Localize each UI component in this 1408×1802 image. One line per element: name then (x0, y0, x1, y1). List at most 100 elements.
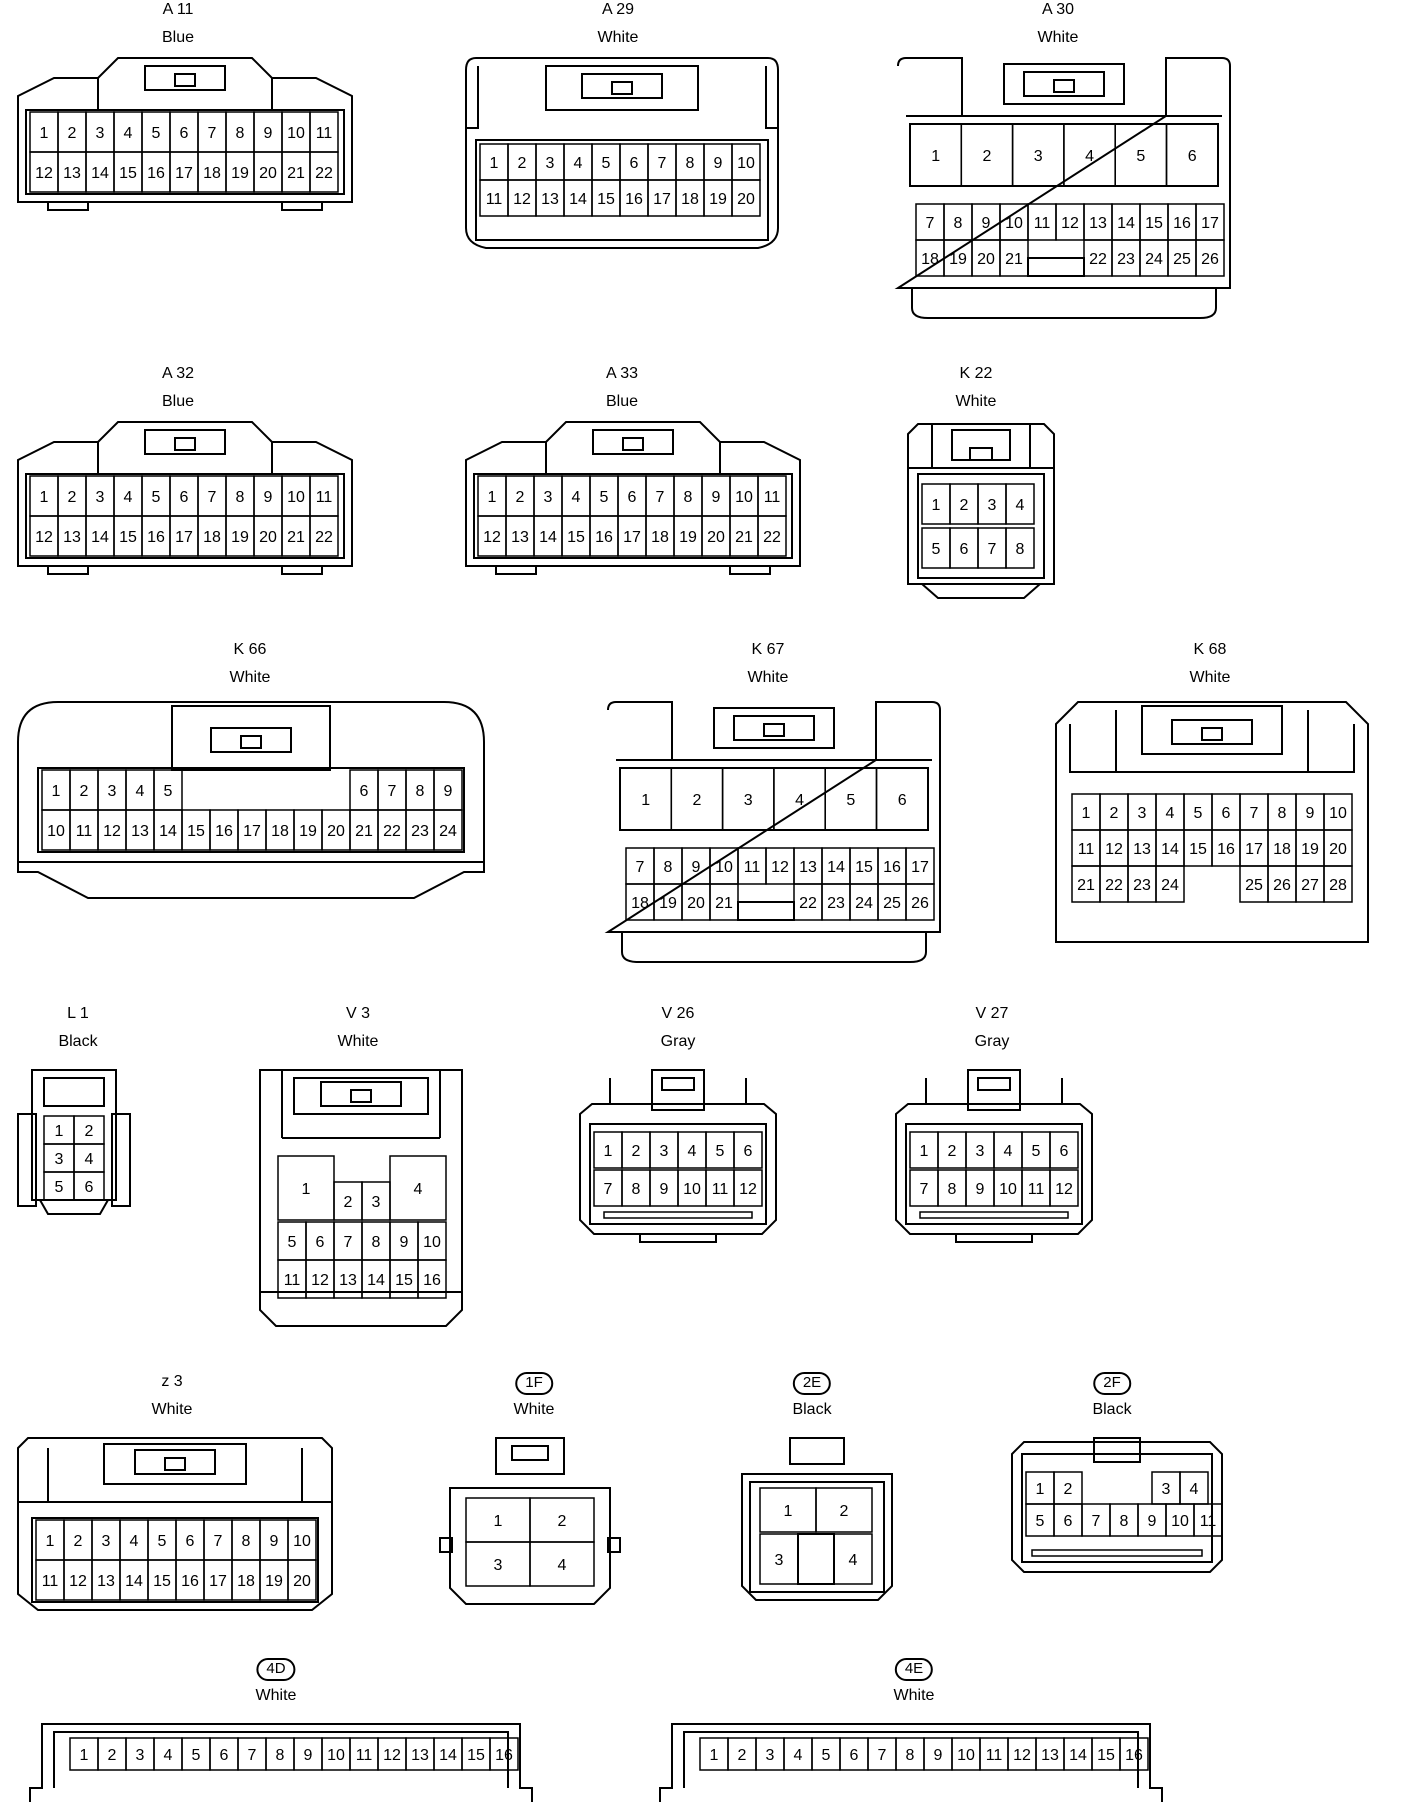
pin-number: 12 (311, 1272, 329, 1289)
pin-number: 1 (40, 489, 49, 506)
pin-number: 11 (284, 1272, 301, 1289)
pin-number: 7 (248, 1747, 257, 1764)
pin-number: 6 (1060, 1143, 1069, 1160)
pin-number: 4 (130, 1533, 139, 1550)
pin-number: 22 (1105, 877, 1123, 894)
key-slot (797, 1533, 835, 1585)
housing-outline (894, 57, 1231, 289)
pin-number: 15 (1145, 215, 1163, 232)
pin-number: 15 (187, 823, 205, 840)
housing-outline (1069, 724, 1355, 773)
pin-number: 4 (124, 125, 133, 142)
pin-number: 3 (494, 1557, 503, 1574)
pin-number: 6 (1064, 1513, 1073, 1530)
pin-number: 1 (55, 1123, 64, 1140)
latch-frame (1093, 1437, 1141, 1463)
pin-number: 6 (850, 1747, 859, 1764)
pin-number: 3 (96, 489, 105, 506)
pin-number: 1 (920, 1143, 929, 1160)
pin-number: 9 (976, 1181, 985, 1198)
pin-field (749, 1481, 885, 1593)
pin-number: 17 (243, 823, 261, 840)
pin-number: 14 (367, 1272, 385, 1289)
pin-number: 20 (707, 529, 725, 546)
pin-number: 11 (356, 1747, 373, 1764)
pin-number: 1 (488, 489, 497, 506)
pin-cavity (1323, 865, 1353, 903)
pin-number: 1 (641, 792, 650, 809)
latch-rib (919, 1211, 1069, 1219)
foot (495, 565, 537, 575)
pin-number: 20 (1329, 841, 1347, 858)
pin-number: 3 (102, 1533, 111, 1550)
pin-number: 3 (1034, 148, 1043, 165)
connector-color: Gray (974, 1033, 1010, 1050)
pin-number: 2 (68, 125, 77, 142)
pin-number: 17 (623, 529, 641, 546)
pin-number: 2 (108, 1747, 117, 1764)
pin-number: 8 (1278, 805, 1287, 822)
connector-color: Blue (161, 393, 195, 410)
housing-outline (604, 701, 941, 933)
pin-number: 14 (827, 859, 845, 876)
pin-number: 9 (714, 155, 723, 172)
housing-outline (1011, 1441, 1223, 1573)
housing-outline (955, 1234, 1033, 1243)
pin-cavity (757, 515, 787, 557)
pin-number: 13 (541, 191, 559, 208)
pin-number: 18 (237, 1573, 255, 1590)
pin-number: 7 (988, 541, 997, 558)
pin-number: 13 (63, 529, 81, 546)
housing-outline (741, 1473, 893, 1601)
pin-number: 21 (287, 165, 305, 182)
pin-cavity (1049, 1131, 1079, 1169)
pin-number: 24 (1161, 877, 1179, 894)
pin-number: 12 (513, 191, 531, 208)
pin-cavity (905, 883, 935, 921)
pin-number: 1 (40, 125, 49, 142)
pin-number: 16 (423, 1272, 441, 1289)
pin-number: 16 (1217, 841, 1235, 858)
pin-number: 2 (692, 792, 701, 809)
pin-number: 26 (1273, 877, 1291, 894)
pin-number: 19 (1301, 841, 1319, 858)
connector-color: White (1037, 29, 1079, 46)
pin-number: 15 (597, 191, 615, 208)
latch-rib (603, 1211, 753, 1219)
connector-code: 4E (894, 1658, 934, 1681)
pin-number: 13 (97, 1573, 115, 1590)
pin-number: 23 (1117, 251, 1135, 268)
pin-number: 9 (400, 1234, 409, 1251)
connector-color: Black (1092, 1401, 1132, 1418)
pin-number: 10 (999, 1181, 1017, 1198)
pin-number: 11 (764, 489, 781, 506)
pin-number: 9 (270, 1533, 279, 1550)
pin-number: 21 (1005, 251, 1023, 268)
housing-outline (545, 442, 721, 474)
latch-frame (967, 1069, 1021, 1111)
pin-number: 11 (1078, 841, 1095, 858)
pin-number: 9 (1148, 1513, 1157, 1530)
pin-number: 8 (416, 783, 425, 800)
pin-number: 22 (1089, 251, 1107, 268)
pin-number: 14 (1069, 1747, 1087, 1764)
pin-number: 21 (1077, 877, 1095, 894)
pin-number: 23 (1133, 877, 1151, 894)
connector-code: 2F (1093, 1372, 1131, 1395)
pin-number: 11 (1200, 1513, 1217, 1530)
connector-color: Black (792, 1401, 832, 1418)
pin-cavity (309, 151, 339, 193)
pin-number: 4 (1166, 805, 1175, 822)
pin-number: 6 (1222, 805, 1231, 822)
pin-number: 5 (164, 783, 173, 800)
pin-cavity (733, 1131, 763, 1169)
latch-tab (1201, 727, 1223, 741)
pin-cavity (489, 1737, 519, 1771)
latch-frame (103, 1443, 247, 1485)
pin-number: 10 (715, 859, 733, 876)
